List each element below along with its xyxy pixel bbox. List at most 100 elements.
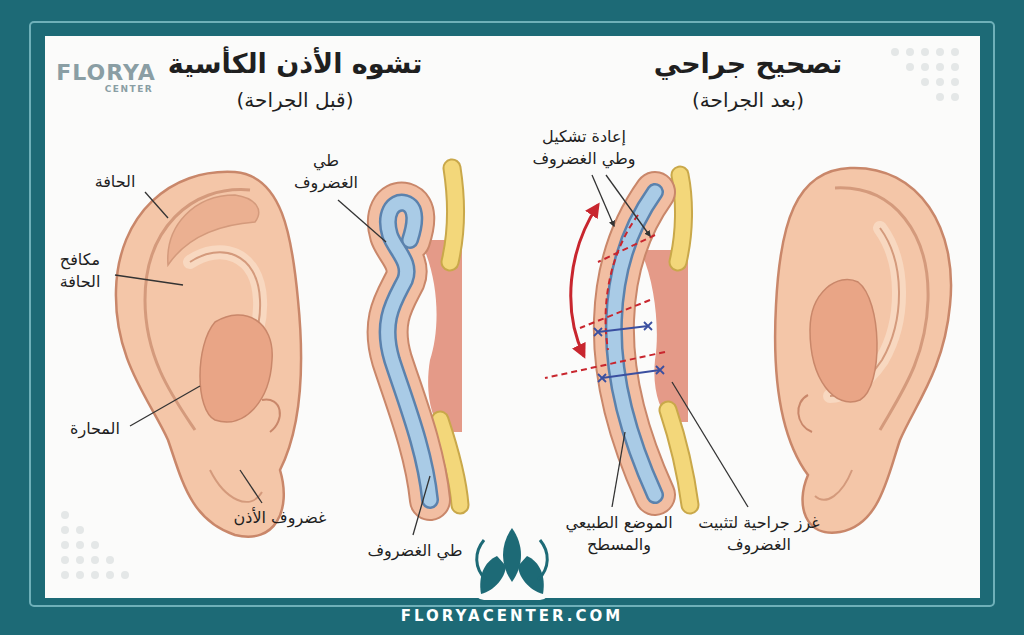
- leader-lines: [145, 192, 168, 218]
- dot-grid: [91, 541, 99, 549]
- sutures: [594, 328, 602, 336]
- leader-lines: [592, 175, 614, 226]
- frame: [30, 22, 994, 606]
- reshape-guides: [580, 300, 650, 328]
- website-url: FLORYACENTER.COM: [362, 606, 662, 626]
- normal-ear: [815, 470, 852, 500]
- dot-grid: [951, 93, 959, 101]
- part-label: طي الغضروف: [290, 150, 362, 193]
- sutures: [598, 326, 648, 332]
- dot-grid: [76, 571, 84, 579]
- leader-lines: [606, 175, 650, 236]
- part-label: طي الغضروف: [350, 540, 480, 562]
- dot-grid: [891, 48, 899, 56]
- dot-grid: [121, 571, 129, 579]
- dot-grid: [91, 571, 99, 579]
- cross-section-after: [678, 175, 684, 262]
- dot-grid: [906, 63, 914, 71]
- dot-grid: [61, 511, 69, 519]
- cross-section-after: [678, 175, 684, 262]
- normal-ear: [775, 168, 951, 533]
- frame: [45, 36, 980, 598]
- cross-section-before: [388, 203, 430, 500]
- dot-grid: [76, 556, 84, 564]
- dot-grid: [921, 63, 929, 71]
- dot-grid: [936, 78, 944, 86]
- cross-section-before: [450, 168, 456, 262]
- reshape-guides: [598, 235, 655, 262]
- cross-section-before: [388, 168, 462, 505]
- cup-ear: [116, 172, 301, 537]
- cross-section-after: [614, 192, 655, 495]
- reshape-guides: [545, 215, 665, 378]
- cross-section-before: [388, 203, 430, 500]
- leader-lines: [115, 175, 748, 535]
- part-label: إعادة تشكيل وطي الغضروف: [525, 126, 643, 169]
- watermark: CENTER: [98, 83, 160, 95]
- logo-icon: [477, 540, 486, 580]
- sutures: [598, 374, 606, 382]
- normal-ear: [798, 395, 812, 432]
- leader-lines: [240, 470, 262, 503]
- part-label: غضروف الأذن: [215, 507, 345, 529]
- dot-grid: [951, 48, 959, 56]
- dot-grid: [61, 571, 69, 579]
- logo-icon: [474, 528, 550, 600]
- normal-ear: [810, 279, 877, 401]
- logo-icon: [538, 540, 547, 580]
- dot-grid: [936, 48, 944, 56]
- dot-grid: [921, 78, 929, 86]
- logo-icon: [503, 528, 521, 582]
- leader-lines: [338, 200, 386, 242]
- reshape-arrow: [571, 205, 598, 356]
- leader-lines: [115, 275, 183, 285]
- part-label: المحارة: [56, 418, 134, 440]
- dot-grid: [951, 78, 959, 86]
- dot-grid: [106, 571, 114, 579]
- dot-grid: [906, 48, 914, 56]
- dot-grid: [61, 48, 959, 579]
- dot-grid: [951, 63, 959, 71]
- leader-lines: [130, 386, 200, 426]
- sutures: [656, 366, 664, 374]
- cross-section-before: [388, 203, 430, 500]
- normal-ear: [775, 168, 951, 533]
- cross-section-before: [450, 168, 456, 262]
- sutures: [602, 370, 660, 378]
- dot-grid: [921, 48, 929, 56]
- dot-grid: [936, 63, 944, 71]
- cup-ear: [262, 400, 280, 432]
- part-label: الموضع الطبيعي والمسطح: [553, 512, 685, 555]
- leader-lines: [612, 432, 625, 507]
- dot-grid: [61, 556, 69, 564]
- part-label: الحافة: [80, 171, 150, 193]
- cross-section-before: [388, 203, 430, 500]
- leader-lines: [672, 382, 748, 507]
- dot-grid: [76, 526, 84, 534]
- heading: تشوه الأذن الكأسية: [160, 46, 430, 82]
- dot-grid: [61, 526, 69, 534]
- cross-section-after: [545, 175, 690, 505]
- subheading: (بعد الجراحة): [628, 87, 868, 114]
- heading: تصحيح جراحي: [628, 46, 868, 82]
- part-label: مكافح الحافة: [46, 249, 114, 292]
- cross-section-after: [614, 192, 655, 495]
- sutures: [594, 322, 664, 382]
- cross-section-after: [614, 192, 655, 495]
- subheading: (قبل الجراحة): [160, 87, 430, 114]
- cup-ear: [200, 315, 272, 422]
- sutures: [644, 322, 652, 330]
- cross-section-after: [614, 192, 655, 495]
- cup-ear: [116, 172, 301, 537]
- watermark: FLORYA: [56, 58, 156, 88]
- part-label: غرز جراحية لتثبيت الغضروف: [695, 512, 823, 555]
- leader-lines: [413, 476, 430, 535]
- dot-grid: [61, 541, 69, 549]
- dot-grid: [76, 541, 84, 549]
- dot-grid: [936, 93, 944, 101]
- logo-icon: [518, 556, 544, 594]
